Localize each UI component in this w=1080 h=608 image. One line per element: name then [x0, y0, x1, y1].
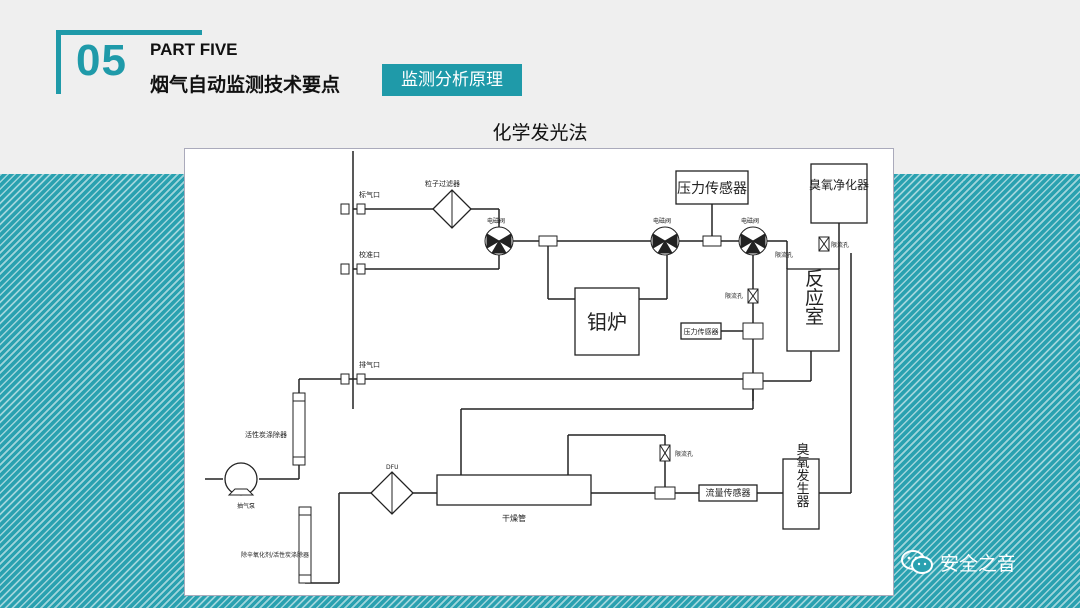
- solenoid-valve-icon: [484, 226, 514, 256]
- restrictor-label-2: 限流孔: [831, 241, 849, 249]
- topic-tag: 监测分析原理: [382, 64, 522, 96]
- pipes: [205, 151, 852, 584]
- valve-label-2: 电磁阀: [653, 217, 671, 225]
- check-port-label: 校准口: [359, 250, 380, 259]
- particle-filter-label: 粒子过滤器: [425, 179, 460, 188]
- valve-label-3: 电磁阀: [741, 217, 759, 225]
- particle-filter-icon: [432, 189, 472, 229]
- moly-furnace-label: 钼炉: [587, 310, 627, 334]
- header-band: [0, 0, 1080, 174]
- pump-icon: [224, 462, 258, 496]
- ozone-scrubber-label: 臭氧净化器: [809, 177, 869, 192]
- valve-label-1: 电磁阀: [487, 217, 505, 225]
- solenoid-valve-icon: [738, 226, 768, 256]
- exhaust-port-label: 排气口: [359, 360, 380, 369]
- section-number: 05: [76, 36, 127, 85]
- restrictor-label-4: 限流孔: [675, 450, 693, 458]
- restrictor-label-1: 限流孔: [775, 251, 793, 259]
- diagram-panel: 标气口 校准口 排气口 粒子过滤器 电磁阀 电磁阀 电磁阀 压力传感器 臭氧净化…: [184, 148, 894, 596]
- header-bracket: [56, 30, 202, 94]
- flow-diagram: 标气口 校准口 排气口 粒子过滤器 电磁阀 电磁阀 电磁阀 压力传感器 臭氧净化…: [205, 151, 869, 584]
- dfu-label: DFU: [386, 464, 398, 471]
- tee-fittings: [452, 235, 764, 500]
- solenoid-valve-icon: [650, 226, 680, 256]
- ozone-generator-label: 臭氧发生器: [794, 443, 810, 509]
- reactor-label: 反应室: [802, 268, 824, 325]
- part-label: PART FIVE: [150, 40, 238, 59]
- dfu-filter-icon: [370, 471, 414, 515]
- diagram-title: 化学发光法: [492, 122, 588, 144]
- pump-label: 抽气泵: [237, 502, 255, 510]
- carbon-scrubber-label: 活性炭涤除器: [245, 430, 287, 439]
- pressure-sensor-top-label: 压力传感器: [677, 180, 747, 197]
- dryer-label: 干燥管: [502, 513, 526, 523]
- flow-sensor-label: 流量传感器: [705, 487, 750, 499]
- pressure-sensor-small-label: 压力传感器: [684, 327, 719, 336]
- watermark: 安全之音: [900, 545, 1016, 579]
- scrubber-bottom-label: 除辛氧化剂/活性炭涤除器: [241, 551, 309, 559]
- component-boxes: [436, 163, 868, 530]
- sample-port-label: 标气口: [359, 190, 380, 199]
- port-fittings: [340, 203, 366, 385]
- watermark-text: 安全之音: [940, 552, 1017, 575]
- wechat-icon: [901, 550, 933, 574]
- restrictor-icon: [659, 236, 830, 462]
- restrictor-label-3: 限流孔: [725, 292, 743, 300]
- section-subtitle: 烟气自动监测技术要点: [150, 74, 341, 96]
- carbon-scrubber-icon: [292, 392, 312, 584]
